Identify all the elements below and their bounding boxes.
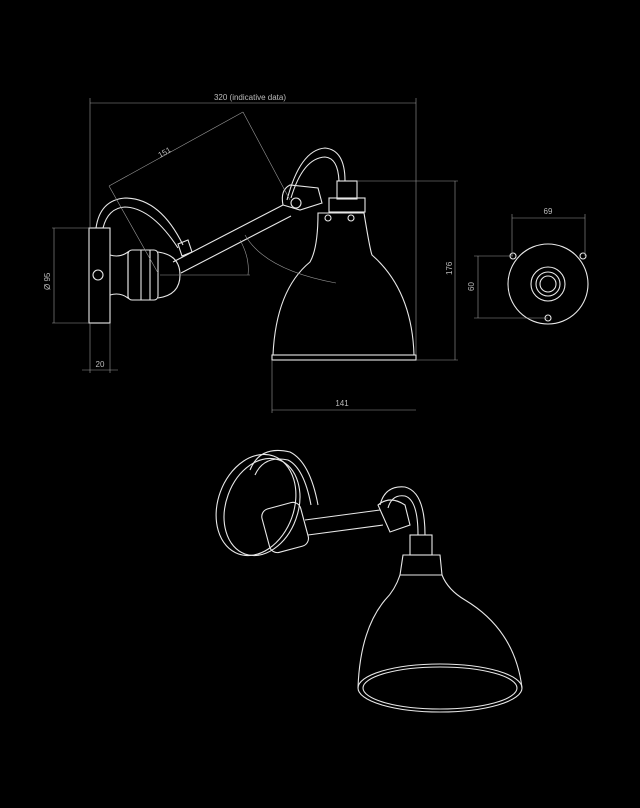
arm	[172, 204, 292, 274]
hinge	[281, 184, 323, 211]
dim-backplate-depth: 20	[96, 360, 105, 369]
side-dimensions: 320 (indicative data) 151 Ø 95 20 176 14…	[43, 93, 458, 413]
dim-shade-diameter: 141	[335, 399, 349, 408]
backplate-neck	[109, 250, 129, 300]
iso-arm	[304, 509, 384, 536]
side-view	[88, 147, 417, 361]
swivel-knob	[127, 249, 159, 301]
shade-rim	[271, 354, 417, 361]
dim-plate-height: 60	[467, 282, 476, 291]
collar	[328, 197, 366, 213]
dim-arm-length: 151	[157, 145, 174, 160]
dim-shade-height: 176	[445, 261, 454, 275]
tilt-arc	[244, 234, 337, 284]
iso-cable-back	[249, 449, 319, 506]
cable-back	[95, 197, 184, 249]
dim-overall-width: 320 (indicative data)	[214, 93, 286, 102]
isometric-view	[215, 449, 523, 713]
backplate-screw	[92, 269, 104, 281]
backplate	[88, 227, 111, 324]
plate-view: 69 60	[467, 207, 589, 325]
cable-front	[286, 147, 346, 201]
dim-backplate-diameter: Ø 95	[43, 272, 52, 290]
shade	[272, 212, 415, 356]
socket	[336, 180, 358, 200]
dim-plate-width: 69	[544, 207, 553, 216]
iso-shade	[357, 574, 523, 689]
